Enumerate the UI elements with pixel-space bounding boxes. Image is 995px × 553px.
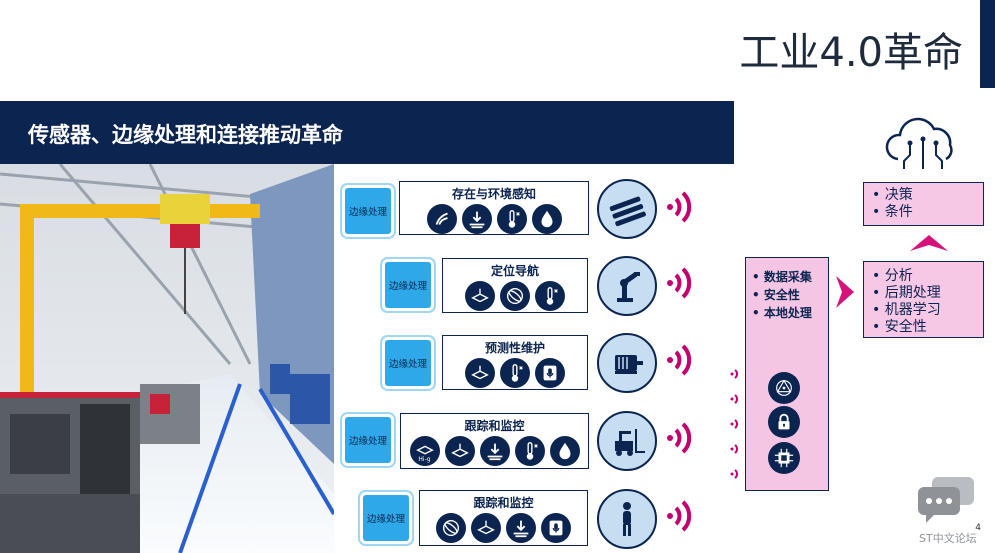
gateway-item: • 本地处理 xyxy=(752,306,812,320)
chip-label: 边缘处理 xyxy=(388,281,427,292)
thermometer-icon xyxy=(496,204,527,234)
pressure-icon xyxy=(461,204,492,234)
edge-processing-chip: 边缘处理 xyxy=(345,417,391,463)
gateway-item: • 数据采集 xyxy=(752,270,812,284)
presence-icon xyxy=(426,204,457,234)
analysis-item: • 机器学习 xyxy=(872,302,941,318)
pressure-icon xyxy=(479,436,510,466)
gyroscope-icon xyxy=(500,281,530,311)
panel-title: 跟踪和监控 xyxy=(464,419,525,433)
analysis-item: • 分析 xyxy=(872,268,913,284)
analysis-item: • 后期处理 xyxy=(872,285,941,301)
network-icon xyxy=(768,372,800,404)
right-arrow-icon xyxy=(836,276,854,308)
panel-title: 跟踪和监控 xyxy=(473,496,534,510)
high-g-label: Hi-g xyxy=(418,456,431,463)
accelerometer-icon xyxy=(444,436,475,466)
sensor-panel-navigation: 定位导航 xyxy=(442,258,588,313)
chip-label: 边缘处理 xyxy=(366,514,405,525)
factory-photo xyxy=(0,164,334,553)
panel-title: 预测性维护 xyxy=(484,341,545,355)
panel-title: 存在与环境感知 xyxy=(451,187,536,201)
gateway-item: • 安全性 xyxy=(752,288,800,302)
sensor-panel-maintenance: 预测性维护 xyxy=(442,335,588,390)
wireless-signal-icon xyxy=(667,267,692,299)
processor-icon xyxy=(768,442,800,474)
small-signal-icon xyxy=(730,469,738,479)
gyroscope-icon xyxy=(436,513,466,543)
robot-arm-icon xyxy=(597,256,657,316)
edge-processing-chip: 边缘处理 xyxy=(385,340,431,386)
humidity-drop-icon xyxy=(531,204,562,234)
accelerometer-icon xyxy=(465,281,495,311)
edge-processing-chip: 边缘处理 xyxy=(345,188,391,234)
sensor-panel-tracking-person: 跟踪和监控 xyxy=(419,490,588,546)
small-signal-icon xyxy=(730,419,738,429)
chip-label: 边缘处理 xyxy=(348,436,387,447)
accelerometer-high-g-icon: Hi-g xyxy=(409,436,440,466)
sensor-panel-presence: 存在与环境感知 xyxy=(399,181,589,235)
panel-title: 定位导航 xyxy=(490,264,539,278)
microphone-icon xyxy=(535,358,565,388)
wireless-signal-icon xyxy=(667,191,692,223)
page-title: 工业4.0革命 xyxy=(739,30,963,76)
up-arrow-icon xyxy=(910,235,948,251)
microphone-icon xyxy=(541,513,571,543)
wireless-signal-icon xyxy=(667,422,692,454)
title-accent-bar xyxy=(980,0,995,88)
small-signal-icon xyxy=(730,369,738,379)
person-icon xyxy=(597,489,657,549)
banner xyxy=(0,101,734,164)
edge-processing-chip: 边缘处理 xyxy=(363,495,409,541)
humidity-drop-icon xyxy=(549,436,580,466)
lock-icon xyxy=(768,406,800,438)
analysis-item: • 安全性 xyxy=(872,319,927,335)
analysis-box: • 分析 • 后期处理 • 机器学习 • 安全性 xyxy=(863,261,984,338)
thermometer-icon xyxy=(535,281,565,311)
decision-item: • 决策 xyxy=(872,187,913,203)
pressure-icon xyxy=(506,513,536,543)
cloud-icon xyxy=(885,117,953,169)
wireless-signal-icon xyxy=(667,344,692,376)
accelerometer-icon xyxy=(465,358,495,388)
banner-text: 传感器、边缘处理和连接推动革命 xyxy=(28,123,343,147)
wireless-signal-icon xyxy=(667,500,692,532)
chip-label: 边缘处理 xyxy=(388,359,427,370)
small-signal-icon xyxy=(730,394,738,404)
small-signal-icon xyxy=(730,444,738,454)
conveyor-rollers-icon xyxy=(597,179,657,239)
page-number: 4 xyxy=(975,523,981,533)
decision-box: • 决策 • 条件 xyxy=(863,182,984,226)
chip-label: 边缘处理 xyxy=(348,207,387,218)
forum-label: ST中文论坛 xyxy=(919,532,977,545)
thermometer-icon xyxy=(514,436,545,466)
forum-chat-icon xyxy=(918,477,974,523)
accelerometer-icon xyxy=(471,513,501,543)
motor-icon xyxy=(597,333,657,393)
edge-processing-chip: 边缘处理 xyxy=(385,262,431,308)
sensor-panel-tracking: 跟踪和监控 Hi-g xyxy=(400,413,589,469)
thermometer-icon xyxy=(500,358,530,388)
decision-item: • 条件 xyxy=(872,204,913,220)
forklift-icon xyxy=(597,411,657,471)
